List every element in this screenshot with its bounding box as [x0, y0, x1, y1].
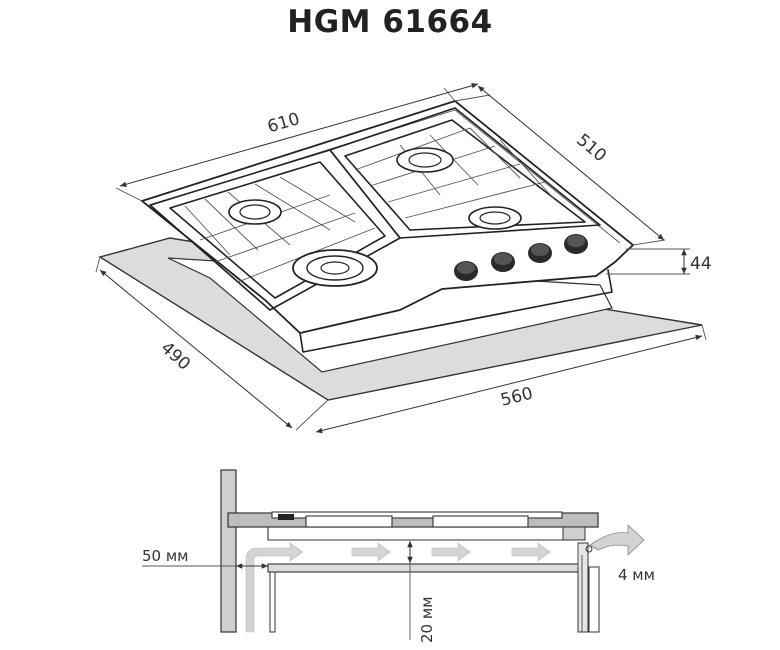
installation-section-view: 50 мм 20 мм 4 мм: [142, 469, 655, 644]
side-clearance-label: 50 мм: [142, 547, 189, 565]
knob-1: [454, 261, 478, 281]
burner-front-right: [468, 206, 522, 230]
width-label: 610: [265, 109, 302, 137]
gap-label: 4 мм: [618, 566, 655, 584]
dimension-gap: 4 мм: [577, 545, 655, 584]
cutout-depth-label: 490: [157, 338, 194, 375]
dimension-below-clearance: 20 мм: [407, 541, 436, 644]
dimension-height: 44: [606, 248, 712, 275]
cabinet-right-front: [577, 542, 589, 633]
knob-3: [528, 243, 552, 263]
airflow-arrows: [245, 542, 551, 633]
burner-rear-left: [228, 199, 282, 225]
cabinet-left-wall: [220, 469, 237, 633]
air-outflow-arrow: [589, 524, 645, 556]
dimension-side-clearance: 50 мм: [142, 547, 268, 569]
knob-4: [564, 234, 588, 254]
cabinet-shelf: [267, 563, 587, 573]
burner-rear-right: [396, 147, 454, 173]
hob-isometric-view: 610 510 44 490 560: [95, 83, 712, 434]
knob-2: [491, 252, 515, 272]
product-model-title: HGM 61664: [287, 4, 493, 40]
below-clearance-label: 20 мм: [418, 597, 436, 644]
depth-label: 510: [572, 130, 610, 166]
cutout-width-label: 560: [499, 384, 535, 411]
burner-front-left: [292, 249, 378, 287]
height-label: 44: [690, 254, 712, 274]
